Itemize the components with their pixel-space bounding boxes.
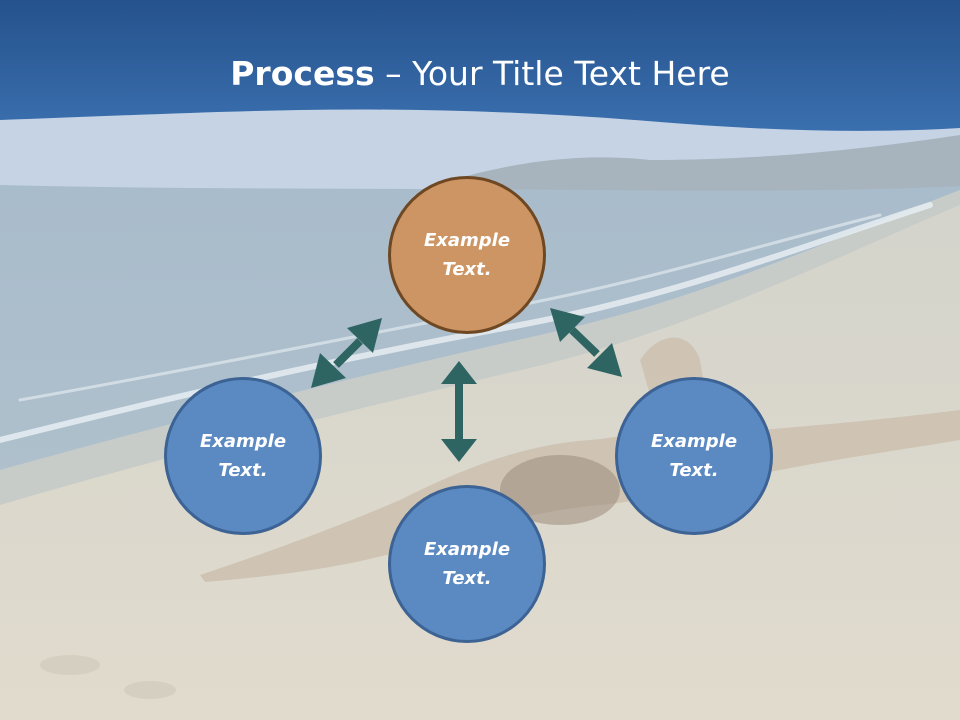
arrow-head-upper-left xyxy=(550,308,585,342)
arrow-top-right xyxy=(569,327,600,357)
arrow-head-upper-right xyxy=(347,318,382,353)
node-top-text: Example Text. xyxy=(423,230,511,280)
arrow-head-lower-left xyxy=(311,353,346,388)
process-node-bottom: Example Text. xyxy=(388,485,546,643)
arrow-head-up xyxy=(441,361,477,384)
arrow-head-down xyxy=(441,439,477,462)
node-left-text: Example Text. xyxy=(199,431,287,481)
process-node-right: Example Text. xyxy=(615,377,773,535)
process-node-top: Example Text. xyxy=(388,176,546,334)
process-node-left: Example Text. xyxy=(164,377,322,535)
arrow-head-lower-right xyxy=(587,343,622,377)
title-bold-part: Process xyxy=(230,54,375,93)
arrow-top-left xyxy=(333,338,363,368)
node-bottom-text: Example Text. xyxy=(423,539,511,589)
title-regular-part: – Your Title Text Here xyxy=(374,54,730,93)
node-right-text: Example Text. xyxy=(650,431,738,481)
page-title: Process – Your Title Text Here xyxy=(0,52,960,96)
